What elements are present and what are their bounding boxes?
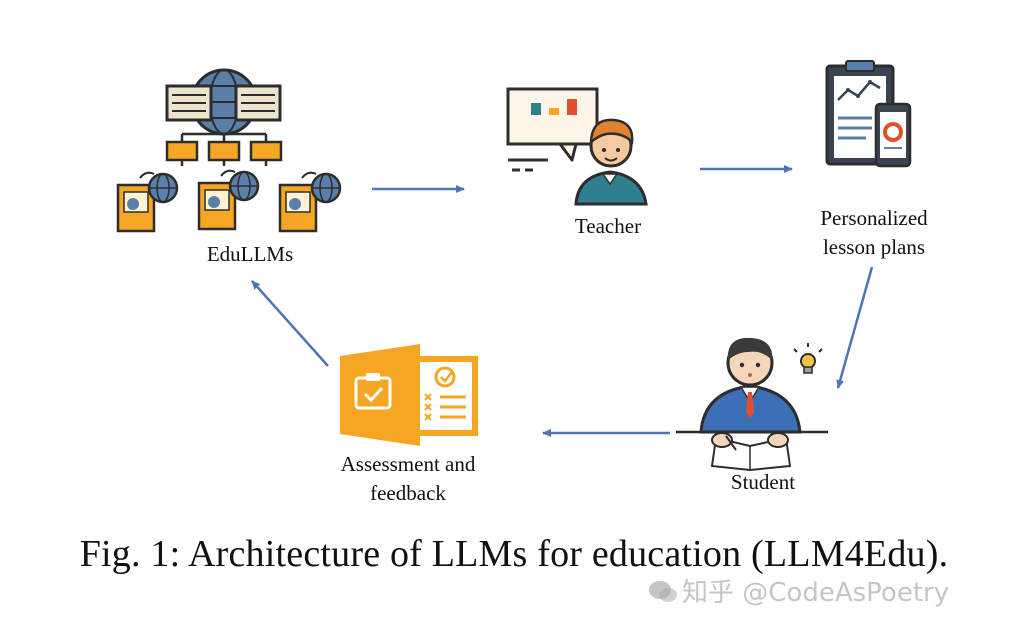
server-panel-left	[165, 84, 213, 122]
node-label-student: Student	[730, 470, 796, 494]
node-label-lesson-plans-line1: Personalized	[820, 206, 928, 230]
watermark: 知乎 @CodeAsPoetry	[648, 572, 949, 609]
teacher-avatar	[574, 118, 648, 206]
phone-icon	[874, 102, 912, 168]
arrow-lesson-plans-to-student	[836, 266, 874, 389]
monitor-icons	[165, 140, 283, 166]
arrow-assessment-to-edullms	[251, 280, 329, 367]
book-globe-icon-2	[197, 169, 260, 231]
student-avatar	[699, 337, 802, 434]
desk-and-book	[676, 430, 828, 472]
node-label-assessment-line2: feedback	[370, 481, 446, 505]
clipboard-check-icon	[340, 344, 420, 446]
watermark-text: 知乎 @CodeAsPoetry	[682, 578, 950, 608]
node-label-assessment-line1: Assessment and	[340, 452, 476, 476]
lightbulb-icon	[793, 343, 823, 374]
node-label-edullms: EduLLMs	[206, 242, 294, 266]
checklist-sheet	[414, 356, 478, 436]
node-label-teacher: Teacher	[574, 214, 642, 238]
wechat-icon	[649, 581, 677, 602]
book-globe-icon-1	[116, 171, 179, 233]
figure-caption: Fig. 1: Architecture of LLMs for educati…	[79, 533, 949, 575]
node-label-lesson-plans-line2: lesson plans	[822, 235, 926, 259]
book-globe-icon-3	[278, 171, 342, 233]
presentation-board-icon	[506, 87, 599, 172]
server-panel-right	[234, 84, 282, 122]
